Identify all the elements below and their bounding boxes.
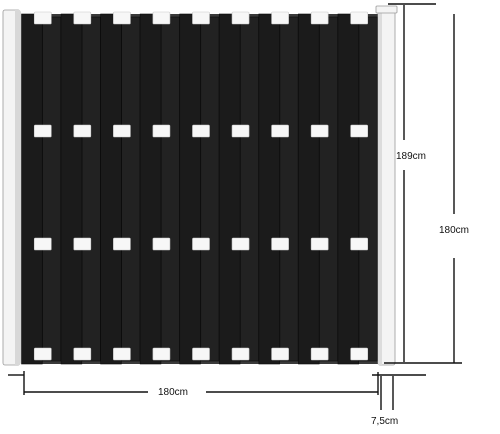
rail-clip	[152, 11, 171, 25]
rail-clip	[152, 237, 171, 251]
rail-clip	[33, 347, 52, 361]
rail-clip	[231, 237, 250, 251]
fence-board	[279, 16, 299, 362]
fence-board	[160, 16, 180, 362]
rail-clip	[350, 124, 369, 138]
rail-clip	[350, 11, 369, 25]
fence-board	[100, 13, 122, 365]
rail-clip	[350, 237, 369, 251]
rail-clip	[192, 124, 210, 138]
right-post	[375, 5, 398, 366]
rail-clip	[152, 347, 171, 361]
rail-clip	[73, 11, 92, 25]
rail-clip	[231, 347, 250, 361]
rail-clip	[310, 237, 329, 251]
fence-board	[42, 16, 62, 362]
fence-board	[218, 13, 241, 365]
fence-board	[139, 13, 162, 365]
fence-board	[298, 13, 320, 365]
rail-clip	[192, 347, 210, 361]
rail-clip	[113, 11, 131, 25]
left-post-shade	[15, 10, 20, 365]
fence-height-label: 180cm	[439, 225, 469, 236]
rail-clip	[113, 237, 131, 251]
fence-clips	[33, 11, 369, 361]
right-post-cap	[375, 5, 398, 14]
post-height-label: 189cm	[396, 151, 426, 162]
right-post-shade	[378, 8, 382, 365]
left-post	[2, 9, 21, 366]
fence-width-label: 180cm	[158, 387, 188, 398]
rail-clip	[350, 347, 369, 361]
rail-clip	[192, 11, 210, 25]
rail-clip	[33, 11, 52, 25]
fence-board	[358, 16, 378, 362]
rail-clip	[231, 11, 250, 25]
fence-board	[337, 13, 360, 365]
rail-clip	[310, 124, 329, 138]
fence-board	[319, 16, 338, 362]
rail-clip	[310, 11, 329, 25]
rail-clip	[271, 347, 289, 361]
fence-board	[21, 13, 43, 365]
dimension-lines	[8, 3, 462, 410]
fence-boards	[21, 13, 378, 365]
rail-clip	[73, 237, 92, 251]
fence-board	[200, 16, 220, 362]
fence-board	[121, 16, 141, 362]
fence-board	[258, 13, 280, 365]
rail-clip	[271, 11, 289, 25]
fence-board	[240, 16, 259, 362]
rail-clip	[271, 124, 289, 138]
rail-clip	[271, 237, 289, 251]
rail-clip	[231, 124, 250, 138]
rail-clip	[33, 237, 52, 251]
post-width-label: 7,5cm	[371, 416, 398, 427]
fence-board	[60, 13, 83, 365]
rail-clip	[152, 124, 171, 138]
rail-clip	[192, 237, 210, 251]
rail-clip	[73, 347, 92, 361]
rail-clip	[73, 124, 92, 138]
fence-board	[179, 13, 201, 365]
rail-clip	[310, 347, 329, 361]
fence-board	[81, 16, 101, 362]
rail-clip	[33, 124, 52, 138]
rail-clip	[113, 347, 131, 361]
rail-clip	[113, 124, 131, 138]
